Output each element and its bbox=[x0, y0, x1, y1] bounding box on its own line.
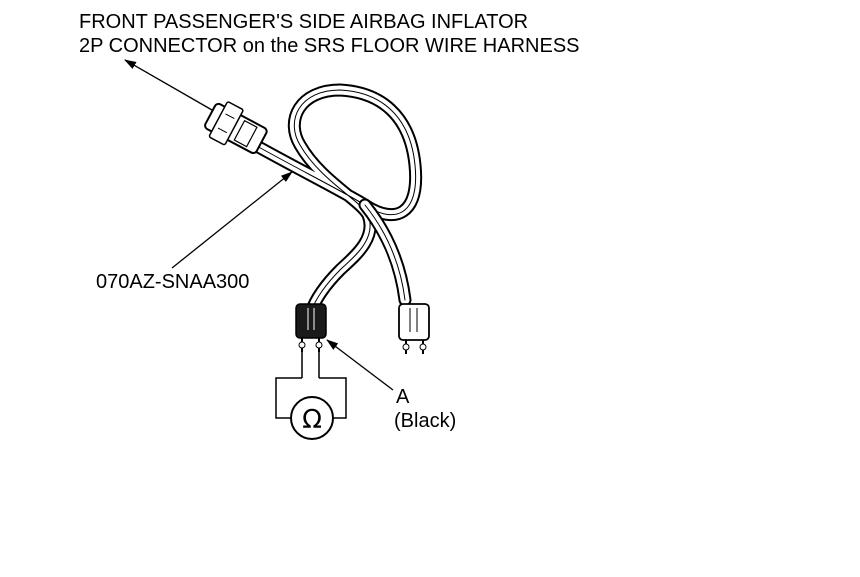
connector-a-color-label: (Black) bbox=[394, 410, 457, 432]
connector-a-leader-arrow bbox=[326, 339, 394, 391]
title-line-2: 2P CONNECTOR on the SRS FLOOR WIRE HARNE… bbox=[79, 35, 580, 57]
ohmmeter-icon bbox=[290, 396, 334, 440]
connector-a-label: A bbox=[396, 386, 410, 408]
title-line-1: FRONT PASSENGER'S SIDE AIRBAG INFLATOR bbox=[79, 11, 529, 33]
part-number-label: 070AZ-SNAA300 bbox=[96, 271, 250, 293]
connector-white bbox=[398, 303, 430, 354]
harness-cable bbox=[248, 83, 423, 317]
part-number-leader-arrow bbox=[171, 171, 293, 269]
title-leader-arrow bbox=[124, 59, 213, 111]
ohmmeter-symbol: Ω bbox=[302, 405, 322, 435]
ohmmeter-circuit bbox=[275, 352, 347, 419]
connector-a-black bbox=[295, 303, 327, 352]
inflator-2p-connector bbox=[204, 101, 268, 155]
